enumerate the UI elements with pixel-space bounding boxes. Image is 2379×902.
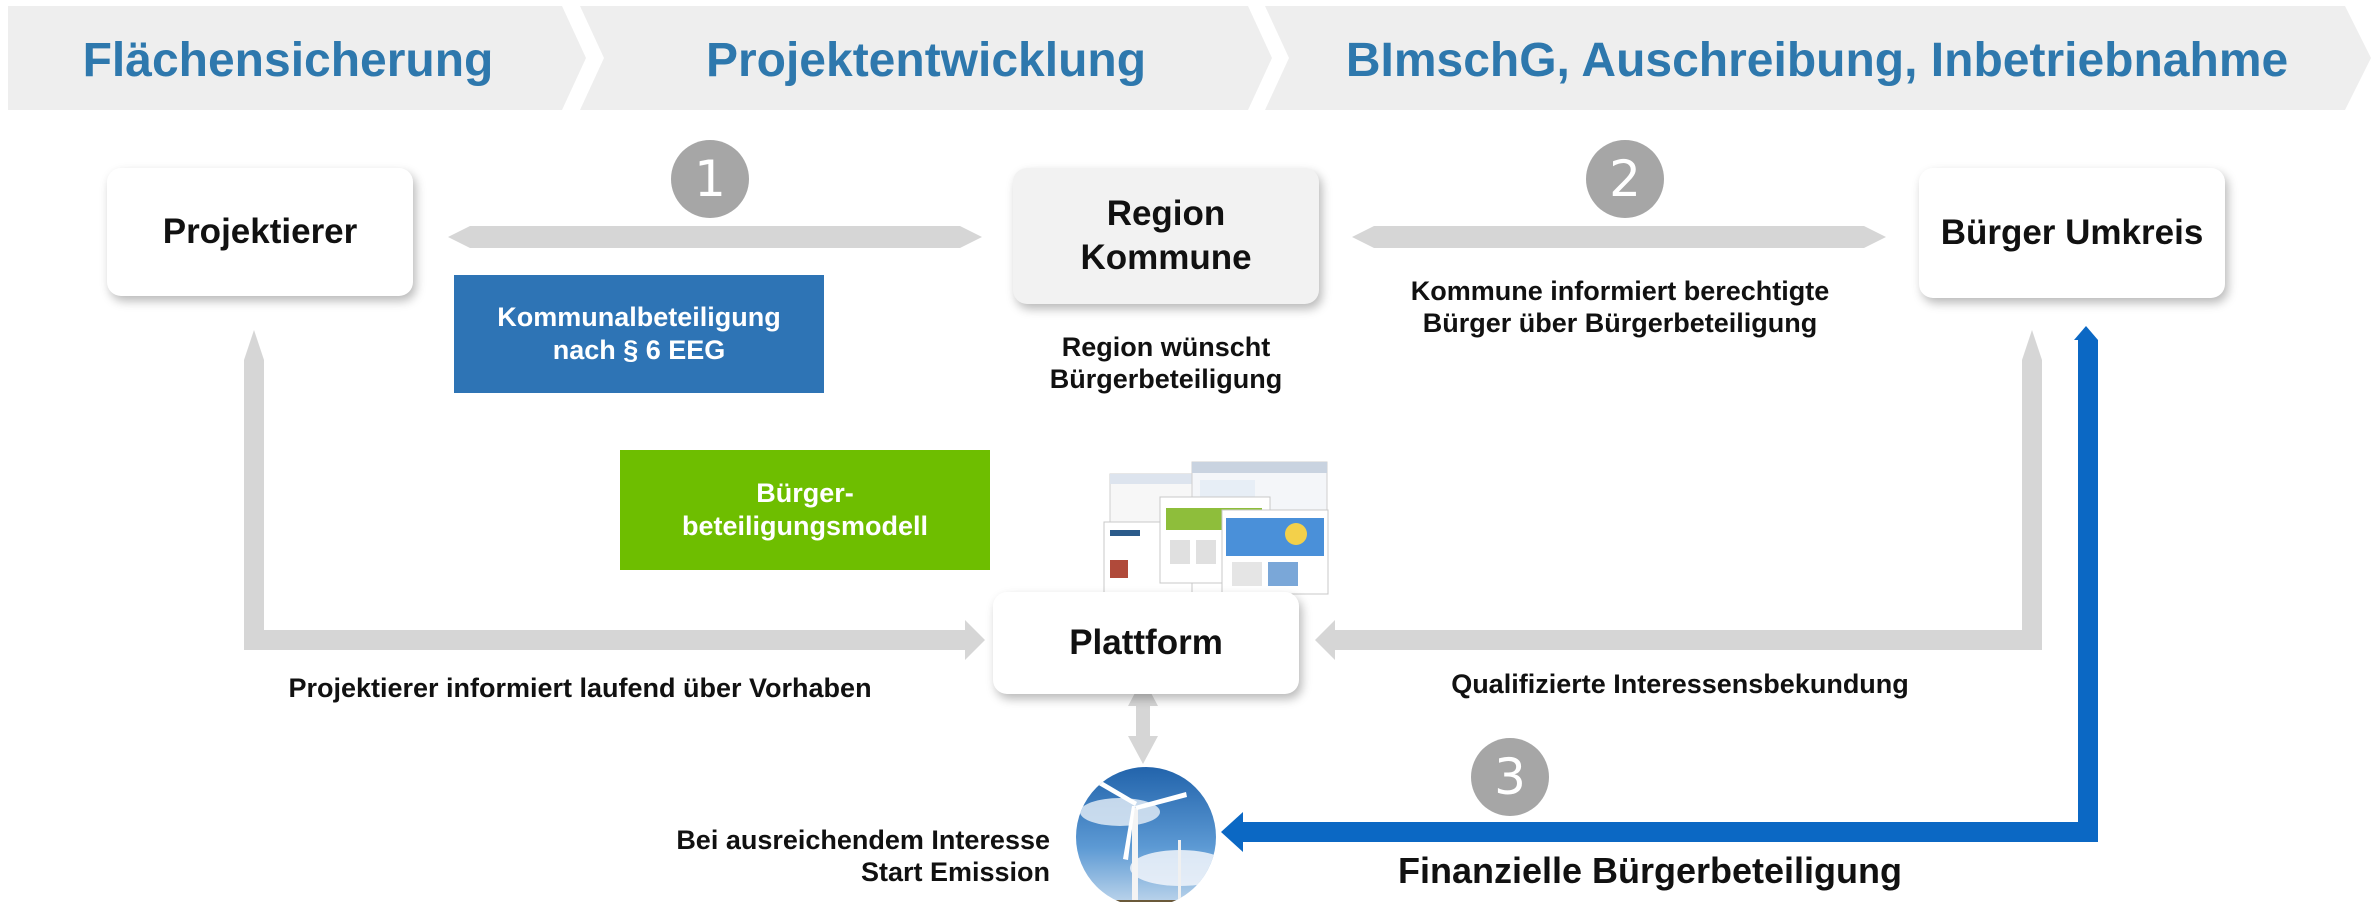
node-plattform[interactable]: Plattform bbox=[993, 592, 1299, 694]
wind-turbine-image bbox=[1076, 767, 1216, 902]
tag-kommunalbeteiligung: Kommunalbeteiligung nach § 6 EEG bbox=[454, 275, 824, 393]
label-projektierer-info: Projektierer informiert laufend über Vor… bbox=[288, 673, 872, 703]
node-projektierer[interactable]: Projektierer bbox=[107, 168, 413, 296]
node-projektierer-label: Projektierer bbox=[162, 212, 358, 251]
label-region-wish-line1: Region wünscht bbox=[1061, 332, 1271, 362]
node-region-kommune[interactable]: Region Kommune bbox=[1013, 168, 1319, 304]
label-region-wish: Region wünscht Bürgerbeteiligung bbox=[1016, 331, 1316, 395]
stage-projektentwicklung: Projektentwicklung bbox=[705, 34, 1147, 87]
stage-flaechensicherung: Flächensicherung bbox=[82, 34, 494, 87]
stage-bimschg: BImschG, Auschreibung, Inbetriebnahme bbox=[1345, 34, 2289, 87]
label-financial: Finanzielle Bürgerbeteiligung bbox=[1397, 850, 1903, 891]
tag-buergerbeteiligungsmodell: Bürger- beteiligungsmodell bbox=[620, 450, 990, 570]
tag-kommunal-line1: Kommunalbeteiligung bbox=[497, 302, 781, 332]
node-plattform-label: Plattform bbox=[1069, 623, 1223, 662]
label-emission-line1: Bei ausreichendem Interesse bbox=[676, 825, 1050, 855]
arrow-region-buerger bbox=[1352, 226, 1886, 248]
label-region-wish-line2: Bürgerbeteiligung bbox=[1049, 364, 1283, 394]
arrow-projektierer-region bbox=[448, 226, 982, 248]
arrow-plattform-emission bbox=[1128, 678, 1158, 764]
tag-modell-line2: beteiligungsmodell bbox=[681, 511, 929, 541]
label-kommune-info-line2: Bürger über Bürgerbeteiligung bbox=[1422, 308, 1818, 338]
step-badge-2: 2 bbox=[1586, 140, 1664, 218]
label-interest: Qualifizierte Interessensbekundung bbox=[1451, 669, 1909, 699]
node-kommune-label: Kommune bbox=[1080, 238, 1252, 277]
node-buerger-label: Bürger Umkreis bbox=[1940, 213, 2204, 252]
tag-modell-line1: Bürger- bbox=[756, 478, 854, 508]
label-emission-line2: Start Emission bbox=[860, 857, 1050, 887]
label-emission: Bei ausreichendem Interesse Start Emissi… bbox=[600, 824, 1050, 888]
node-region-label: Region bbox=[1106, 194, 1226, 233]
label-kommune-info: Kommune informiert berechtigte Bürger üb… bbox=[1360, 275, 1880, 339]
tag-kommunal-line2: nach § 6 EEG bbox=[552, 335, 726, 365]
arrow-buerger-plattform bbox=[1315, 330, 2042, 660]
platform-screenshots-image bbox=[1103, 461, 1329, 595]
stage-chevron-1 bbox=[8, 6, 586, 110]
arrow-financial-participation[interactable] bbox=[1221, 326, 2098, 852]
step-badge-1: 1 bbox=[671, 140, 749, 218]
step-badge-3: 3 bbox=[1471, 738, 1549, 816]
node-buerger-umkreis[interactable]: Bürger Umkreis bbox=[1919, 168, 2225, 298]
stage-chevron-2 bbox=[580, 6, 1272, 110]
stage-chevron-3 bbox=[1265, 6, 2371, 110]
label-kommune-info-line1: Kommune informiert berechtigte bbox=[1410, 276, 1830, 306]
